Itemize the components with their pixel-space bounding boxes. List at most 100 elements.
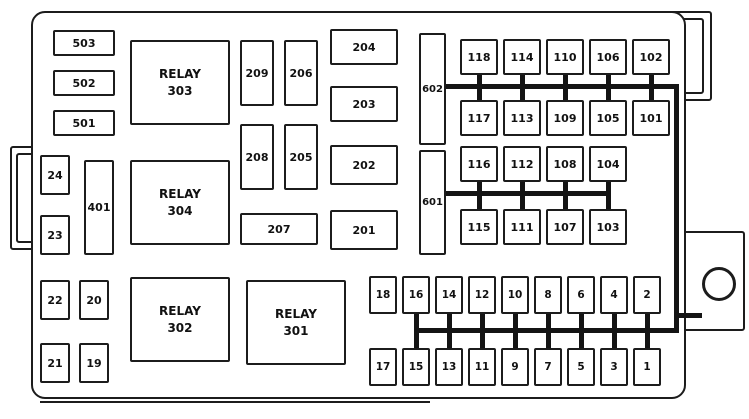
bus-stub [606, 84, 611, 100]
fuse-12: 12 [468, 276, 496, 314]
bus-stub-connector [674, 313, 702, 318]
bus-stub [563, 75, 568, 89]
bottom-edge-line [40, 401, 430, 403]
fuse-18: 18 [369, 276, 397, 314]
bus-stub [563, 182, 568, 196]
fuse-503: 503 [53, 30, 115, 56]
fuse-114: 114 [503, 39, 541, 75]
fuse-115: 115 [460, 209, 498, 245]
fuse-11: 11 [468, 348, 496, 386]
bus-stub [477, 182, 482, 196]
fuse-103: 103 [589, 209, 627, 245]
fuse-14: 14 [435, 276, 463, 314]
bus-stub [513, 328, 518, 348]
fuse-113: 113 [503, 100, 541, 136]
bus-stub [520, 84, 525, 100]
fuse-15: 15 [402, 348, 430, 386]
fuse-107: 107 [546, 209, 584, 245]
bus-stub [447, 314, 452, 328]
fuse-117: 117 [460, 100, 498, 136]
bus-stub [477, 84, 482, 100]
fuse-116: 116 [460, 146, 498, 182]
bus-stub [414, 314, 419, 328]
fuse-8: 8 [534, 276, 562, 314]
fuse-204: 204 [330, 29, 398, 65]
fuse-102: 102 [632, 39, 670, 75]
bus-stub [606, 75, 611, 89]
bus-stub [645, 314, 650, 328]
fuse-3: 3 [600, 348, 628, 386]
bus-stub [563, 191, 568, 209]
bus-stub [447, 328, 452, 348]
fuse-2: 2 [633, 276, 661, 314]
fuse-16: 16 [402, 276, 430, 314]
fuse-112: 112 [503, 146, 541, 182]
fuse-21: 21 [40, 343, 70, 383]
fuse-203: 203 [330, 86, 398, 122]
bus-stub [579, 328, 584, 348]
bus-stub [612, 314, 617, 328]
fuse-24: 24 [40, 155, 70, 195]
bus-stub [606, 191, 611, 209]
bus-stub [649, 75, 654, 89]
bus-stub [520, 191, 525, 209]
fuse-7: 7 [534, 348, 562, 386]
fuse-208: 208 [240, 124, 274, 190]
bus-stub [649, 84, 654, 100]
fuse-1: 1 [633, 348, 661, 386]
bus-stub [520, 182, 525, 196]
fuse-111: 111 [503, 209, 541, 245]
fuse-207: 207 [240, 213, 318, 245]
bus-stub [606, 182, 611, 196]
fuse-22: 22 [40, 280, 70, 320]
fuse-209: 209 [240, 40, 274, 106]
bus-stub [477, 191, 482, 209]
bus-stub [645, 328, 650, 348]
fuse-502: 502 [53, 70, 115, 96]
fuse-19: 19 [79, 343, 109, 383]
connector-circle [702, 267, 736, 301]
bus-stub [612, 328, 617, 348]
fuse-109: 109 [546, 100, 584, 136]
fuse-401: 401 [84, 160, 114, 255]
fuse-20: 20 [79, 280, 109, 320]
fuse-201: 201 [330, 210, 398, 250]
fuse-101: 101 [632, 100, 670, 136]
fuse-105: 105 [589, 100, 627, 136]
bus-stub [546, 314, 551, 328]
fuse-104: 104 [589, 146, 627, 182]
bus-stub [477, 75, 482, 89]
bus-bar-middle [446, 191, 611, 196]
fuse-205: 205 [284, 124, 318, 190]
bus-stub [520, 75, 525, 89]
fuse-202: 202 [330, 145, 398, 185]
fuse-4: 4 [600, 276, 628, 314]
fuse-118: 118 [460, 39, 498, 75]
fuse-501: 501 [53, 110, 115, 136]
bus-bar-right-vertical [674, 84, 679, 333]
bus-stub [480, 314, 485, 328]
fuse-206: 206 [284, 40, 318, 106]
bus-stub [563, 84, 568, 100]
fuse-23: 23 [40, 215, 70, 255]
fuse-9: 9 [501, 348, 529, 386]
fuse-108: 108 [546, 146, 584, 182]
bus-stub [579, 314, 584, 328]
fuse-17: 17 [369, 348, 397, 386]
bus-stub [414, 328, 419, 348]
bus-stub [480, 328, 485, 348]
bus-bar-top [446, 84, 679, 89]
module-602: 602 [419, 33, 446, 145]
bus-stub [546, 328, 551, 348]
fuse-106: 106 [589, 39, 627, 75]
fuse-5: 5 [567, 348, 595, 386]
